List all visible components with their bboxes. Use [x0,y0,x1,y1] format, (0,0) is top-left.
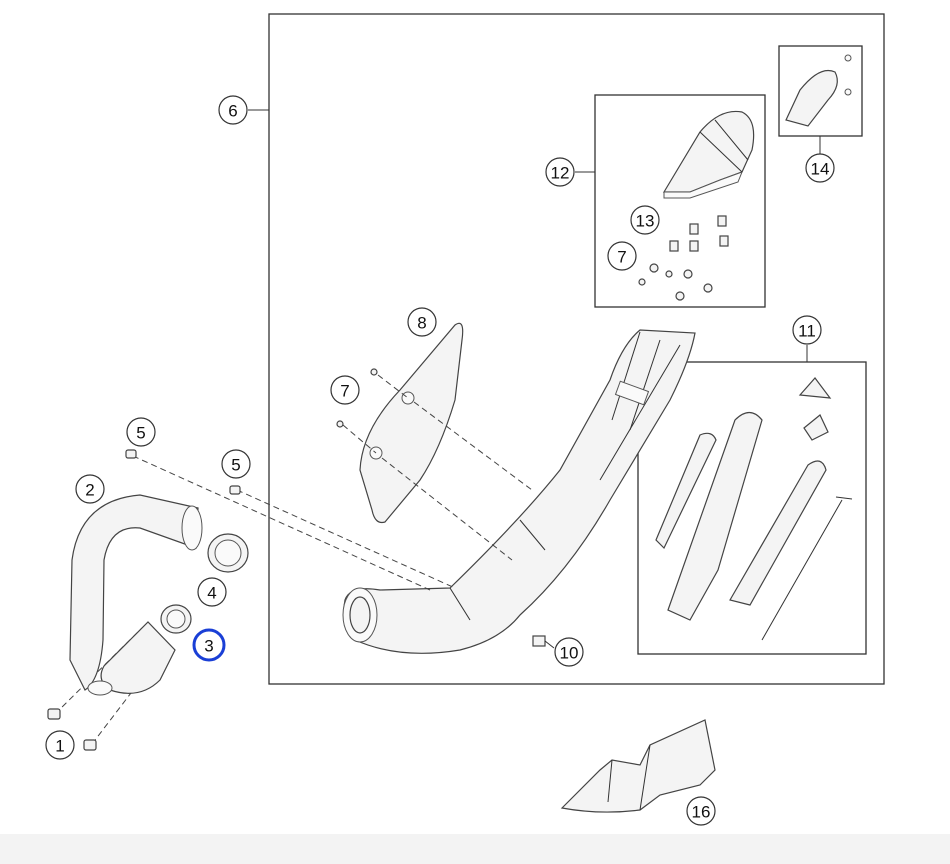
callout-1[interactable]: 1 [45,730,75,760]
callout-6[interactable]: 6 [218,95,248,125]
callout-5[interactable]: 5 [221,449,251,479]
callout-11[interactable]: 11 [792,315,822,345]
callout-number: 16 [692,803,711,822]
callout-13[interactable]: 13 [630,205,660,235]
callout-5[interactable]: 5 [126,417,156,447]
seal-ring-3-part [160,604,192,634]
callout-number: 4 [207,584,216,603]
callout-circle [45,730,75,760]
callout-circle [607,241,637,271]
parts-kit-11 [655,377,853,641]
silencer-end-cap-part [662,110,755,199]
callout-number: 3 [204,637,213,656]
nut-1-pair [47,708,97,751]
callout-number: 5 [136,424,145,443]
callout-circle [75,474,105,504]
assembly-frame-12 [594,94,766,308]
callout-number: 12 [551,164,570,183]
callout-number: 11 [798,322,816,341]
fastener-set-13 [638,215,729,301]
callout-number: 7 [617,248,626,267]
callout-circle [407,307,437,337]
heat-shield-bracket-part [785,54,852,127]
callout-number: 6 [228,102,237,121]
heat-shield-part [359,322,464,524]
screw-7-pair [336,368,378,428]
gasket-ring-4-part [207,533,249,573]
callout-number: 10 [560,644,579,663]
callout-circle [330,375,360,405]
callout-circle [545,157,575,187]
bolt-5-pair [125,449,241,495]
exhaust-manifold-part [69,494,203,696]
callout-circle [630,205,660,235]
callout-number: 13 [636,212,655,231]
bottom-strip [0,834,950,864]
callout-12[interactable]: 12 [545,157,575,187]
callout-layer: 6 12 13 7 14 8 11 7 5 5 2 4 3 10 1 16 [45,95,835,826]
callout-circle [792,315,822,345]
callout-circle [192,628,226,662]
callout-circle [197,577,227,607]
callout-10[interactable]: 10 [554,637,584,667]
callout-2[interactable]: 2 [75,474,105,504]
callout-7[interactable]: 7 [607,241,637,271]
assembly-frame-11 [637,361,867,655]
callout-14[interactable]: 14 [805,153,835,183]
callout-number: 7 [340,382,349,401]
callout-4[interactable]: 4 [197,577,227,607]
callout-7[interactable]: 7 [330,375,360,405]
callout-8[interactable]: 8 [407,307,437,337]
assembly-frame-6 [268,13,885,685]
muffler-body-part [342,329,696,654]
callout-circle [686,796,716,826]
callout-3[interactable]: 3 [192,628,226,662]
callout-circle [554,637,584,667]
callout-number: 8 [417,314,426,333]
callout-circle [221,449,251,479]
callout-number: 2 [85,481,94,500]
callout-number: 14 [811,160,830,179]
callout-circle [805,153,835,183]
callout-number: 1 [55,737,64,756]
skid-plate-16-part [560,719,716,813]
callout-circle [126,417,156,447]
callout-16[interactable]: 16 [686,796,716,826]
clip-10-part [532,635,546,647]
callout-number: 5 [231,456,240,475]
callout-circle [218,95,248,125]
